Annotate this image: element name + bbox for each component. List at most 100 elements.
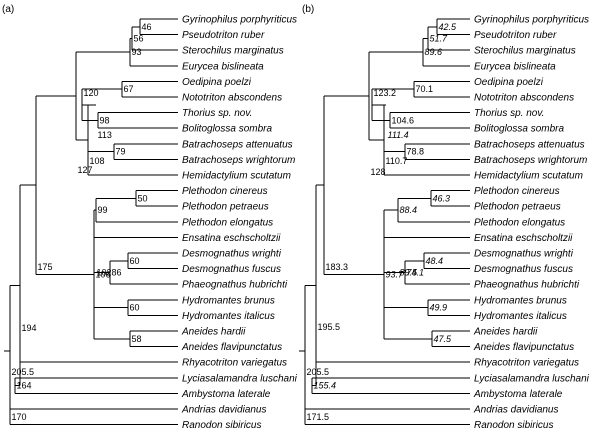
node-age-label: 110.7 bbox=[386, 156, 408, 166]
node-age-label: 48.4 bbox=[426, 256, 444, 266]
taxon-label: Andrias davidianus bbox=[473, 405, 559, 416]
node-age-label: 86 bbox=[112, 268, 122, 278]
taxon-label: Lyciasalamandra luschani bbox=[182, 373, 298, 384]
taxon-label: Pseudotriton ruber bbox=[182, 30, 265, 41]
taxon-label: Rhyacotriton variegatus bbox=[474, 358, 579, 369]
taxon-label: Lyciasalamandra luschani bbox=[474, 373, 590, 384]
taxon-label: Ranodon sibiricus bbox=[182, 420, 262, 431]
taxon-label: Bolitoglossa sombra bbox=[474, 124, 564, 135]
taxon-label: Plethodon elongatus bbox=[182, 217, 273, 228]
node-age-label: 50 bbox=[138, 193, 148, 203]
node-age-label: 164 bbox=[17, 381, 32, 391]
taxon-label: Batrachoseps wrightorum bbox=[474, 155, 587, 166]
taxon-label: Hemidactylium scutatum bbox=[474, 171, 583, 182]
node-age-label: 88.4 bbox=[400, 205, 418, 215]
taxon-label: Desmognathus fuscus bbox=[182, 264, 281, 275]
node-age-label: 89.6 bbox=[425, 47, 443, 57]
node-age-label: 46 bbox=[142, 22, 152, 32]
taxon-label: Plethodon petraeus bbox=[182, 202, 269, 213]
taxon-label: Aneides hardii bbox=[473, 327, 538, 338]
taxon-label: Nototriton abscondens bbox=[474, 93, 574, 104]
taxon-label: Plethodon cinereus bbox=[474, 186, 560, 197]
taxon-label: Eurycea bislineata bbox=[182, 61, 264, 72]
taxon-label: Gyrinophilus porphyriticus bbox=[182, 15, 297, 26]
taxon-label: Andrias davidianus bbox=[181, 405, 267, 416]
node-age-label: 93.7 bbox=[386, 269, 405, 279]
taxon-label: Batrachoseps wrightorum bbox=[182, 155, 295, 166]
node-age-label: 60 bbox=[130, 256, 140, 266]
taxon-label: Thorius sp. nov. bbox=[182, 108, 252, 119]
taxon-label: Desmognathus fuscus bbox=[474, 264, 573, 275]
taxon-label: Hydromantes brunus bbox=[182, 295, 275, 306]
taxon-label: Aneides hardii bbox=[181, 327, 246, 338]
node-age-label: 183.3 bbox=[326, 262, 349, 272]
node-age-label: 42.5 bbox=[439, 22, 458, 32]
panel-label: (a) bbox=[2, 4, 14, 15]
taxon-label: Desmognathus wrighti bbox=[474, 249, 574, 260]
node-age-label: 46.3 bbox=[433, 193, 451, 203]
node-age-label: 78.8 bbox=[407, 147, 425, 157]
node-age-label: 123.2 bbox=[374, 88, 397, 98]
taxon-label: Plethodon cinereus bbox=[182, 186, 268, 197]
node-age-label: 127 bbox=[78, 165, 93, 175]
node-age-label: 195.5 bbox=[318, 322, 341, 332]
taxon-label: Ensatina eschscholtzii bbox=[474, 233, 573, 244]
taxon-label: Aneides flavipunctatus bbox=[181, 342, 282, 353]
node-age-label: 98 bbox=[100, 115, 110, 125]
taxon-label: Eurycea bislineata bbox=[474, 61, 556, 72]
node-age-label: 99 bbox=[98, 205, 108, 215]
taxon-label: Desmognathus wrighti bbox=[182, 249, 282, 260]
node-age-label: 155.4 bbox=[314, 381, 337, 391]
node-age-label: 205.5 bbox=[12, 367, 35, 377]
node-age-label: 104.6 bbox=[392, 115, 415, 125]
node-age-label: 171.5 bbox=[307, 412, 330, 422]
taxon-label: Batrachoseps attenuatus bbox=[474, 139, 585, 150]
taxon-label: Sterochilus marginatus bbox=[474, 46, 576, 57]
taxon-label: Ambystoma laterale bbox=[181, 389, 271, 400]
taxon-label: Aneides flavipunctatus bbox=[473, 342, 574, 353]
node-age-label: 194 bbox=[22, 323, 37, 333]
taxon-label: Pseudotriton ruber bbox=[474, 30, 557, 41]
taxon-label: Plethodon petraeus bbox=[474, 202, 561, 213]
node-age-label: 128 bbox=[371, 167, 386, 177]
taxon-label: Hemidactylium scutatum bbox=[182, 171, 291, 182]
tree-panel-a: (a)4656936798120113791081275099608610260… bbox=[2, 4, 298, 431]
node-age-label: 79 bbox=[116, 147, 126, 157]
node-age-label: 74.1 bbox=[407, 268, 425, 278]
tree-panel-b: (b)42.551.789.670.1104.6123.2111.478.811… bbox=[299, 4, 590, 431]
node-age-label: 58 bbox=[132, 334, 142, 344]
taxon-label: Bolitoglossa sombra bbox=[182, 124, 272, 135]
node-age-label: 170 bbox=[12, 412, 27, 422]
node-age-label: 47.5 bbox=[434, 334, 453, 344]
taxon-label: Batrachoseps attenuatus bbox=[182, 139, 293, 150]
node-age-label: 56 bbox=[134, 34, 144, 44]
taxon-label: Hydromantes italicus bbox=[182, 311, 275, 322]
taxon-label: Ranodon sibiricus bbox=[474, 420, 554, 431]
taxon-label: Hydromantes italicus bbox=[474, 311, 567, 322]
node-age-label: 113 bbox=[98, 130, 112, 140]
taxon-label: Oedipina poelzi bbox=[182, 77, 252, 88]
taxon-label: Sterochilus marginatus bbox=[182, 46, 284, 57]
node-age-label: 111.4 bbox=[388, 130, 409, 140]
node-age-label: 89.5 bbox=[400, 268, 419, 278]
node-age-label: 93 bbox=[132, 47, 142, 57]
taxon-label: Ambystoma laterale bbox=[473, 389, 563, 400]
node-age-label: 102 bbox=[97, 268, 112, 278]
node-age-label: 205.5 bbox=[307, 367, 330, 377]
taxon-label: Plethodon elongatus bbox=[474, 217, 565, 228]
node-age-label: 106 bbox=[96, 269, 111, 279]
panel-label: (b) bbox=[302, 4, 314, 15]
node-age-label: 70.1 bbox=[416, 84, 434, 94]
taxon-label: Oedipina poelzi bbox=[474, 77, 544, 88]
taxon-label: Gyrinophilus porphyriticus bbox=[474, 15, 589, 26]
taxon-label: Rhyacotriton variegatus bbox=[182, 358, 287, 369]
taxon-label: Phaeognathus hubrichti bbox=[182, 280, 288, 291]
taxon-label: Thorius sp. nov. bbox=[474, 108, 544, 119]
node-age-label: 108 bbox=[90, 156, 105, 166]
node-age-label: 60 bbox=[130, 303, 140, 313]
node-age-label: 175 bbox=[38, 262, 53, 272]
node-age-label: 49.9 bbox=[430, 303, 448, 313]
taxon-label: Phaeognathus hubrichti bbox=[474, 280, 580, 291]
taxon-label: Nototriton abscondens bbox=[182, 93, 282, 104]
